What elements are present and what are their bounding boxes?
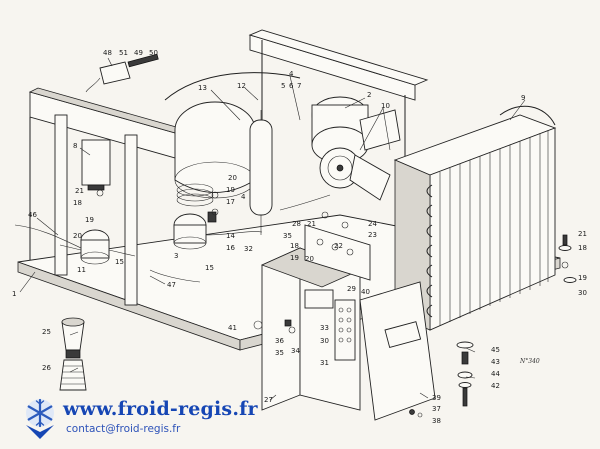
callout-42: 42 xyxy=(491,382,500,390)
callout-30a: 30 xyxy=(320,337,329,345)
snowflake-logo xyxy=(26,398,54,439)
callout-39: 39 xyxy=(432,394,441,402)
service-knob xyxy=(61,317,85,359)
piping xyxy=(14,194,331,283)
callout-18b: 18 xyxy=(290,242,299,250)
callout-32: 32 xyxy=(244,245,253,253)
figure-number: N°340 xyxy=(520,358,540,365)
callout-6: 6 xyxy=(289,82,294,90)
callout-16: 16 xyxy=(226,244,235,252)
callout-34: 34 xyxy=(291,347,300,355)
condenser-fins xyxy=(439,130,549,326)
callout-40: 40 xyxy=(361,288,370,296)
leader-lines xyxy=(19,57,526,401)
terminal-block xyxy=(304,224,371,281)
cover-panel xyxy=(359,281,436,421)
condenser-return-bends xyxy=(426,184,433,318)
callout-29: 29 xyxy=(347,285,356,293)
callout-20c: 20 xyxy=(305,255,314,263)
callout-26: 26 xyxy=(42,364,51,372)
callout-7: 7 xyxy=(297,82,301,90)
callout-33: 33 xyxy=(320,324,329,332)
callout-47: 47 xyxy=(167,281,176,289)
fan-motor-assembly xyxy=(311,96,401,201)
thermostat-bulb xyxy=(85,53,159,93)
expansion-valve xyxy=(173,211,217,250)
website-link[interactable]: www.froid-regis.fr xyxy=(63,398,258,420)
coil-spiral xyxy=(176,183,214,207)
callout-17: 17 xyxy=(226,198,235,206)
callout-4a: 4 xyxy=(289,70,294,78)
callout-18a: 18 xyxy=(73,199,82,207)
callout-11: 11 xyxy=(77,266,86,274)
callout-8: 8 xyxy=(73,142,77,150)
condenser-coil xyxy=(393,105,557,331)
callout-24: 24 xyxy=(368,220,377,228)
callout-19b: 19 xyxy=(226,186,235,194)
callout-13: 13 xyxy=(198,84,207,92)
callout-19a: 19 xyxy=(85,216,94,224)
callout-30b: 30 xyxy=(578,289,587,297)
solenoid-valve xyxy=(59,229,136,265)
callout-21b: 21 xyxy=(307,220,316,228)
callout-37: 37 xyxy=(432,405,441,413)
callout-36: 36 xyxy=(275,337,284,345)
vibration-mounts xyxy=(456,234,577,407)
callout-20a: 20 xyxy=(73,232,82,240)
compressor xyxy=(164,72,301,199)
callout-1: 1 xyxy=(12,290,16,298)
callout-20b: 20 xyxy=(228,174,237,182)
callout-5: 5 xyxy=(281,82,285,90)
callout-12: 12 xyxy=(237,82,246,90)
callout-43: 43 xyxy=(491,358,500,366)
callout-46: 46 xyxy=(28,211,37,219)
fasteners xyxy=(96,189,569,418)
callout-19d: 19 xyxy=(578,274,587,282)
service-hose xyxy=(59,359,87,391)
callout-35b: 35 xyxy=(275,349,284,357)
receiver-drier xyxy=(249,110,273,235)
callout-21c: 21 xyxy=(578,230,587,238)
callout-2: 2 xyxy=(367,91,371,99)
callout-10: 10 xyxy=(381,102,390,110)
callout-3: 3 xyxy=(174,252,178,260)
callout-15a: 15 xyxy=(115,258,124,266)
callout-25: 25 xyxy=(42,328,51,336)
callout-labels: 48 51 49 50 13 12 4 5 6 7 2 9 10 8 21 18… xyxy=(12,49,587,425)
callout-19c: 19 xyxy=(290,254,299,262)
callout-14: 14 xyxy=(226,232,235,240)
callout-48: 48 xyxy=(103,49,112,57)
callout-15b: 15 xyxy=(205,264,214,272)
snowflake-icon xyxy=(26,398,54,439)
callout-51: 51 xyxy=(119,49,128,57)
contact-email-link[interactable]: contact@froid-regis.fr xyxy=(66,423,181,435)
callout-21a: 21 xyxy=(75,187,84,195)
callout-41: 41 xyxy=(228,324,237,332)
callout-31: 31 xyxy=(320,359,329,367)
callout-49: 49 xyxy=(134,49,143,57)
pressure-switch-left xyxy=(81,139,111,191)
callout-50: 50 xyxy=(149,49,158,57)
callout-27: 27 xyxy=(264,396,273,404)
callout-23: 23 xyxy=(368,231,377,239)
callout-18c: 18 xyxy=(578,244,587,252)
callout-28: 28 xyxy=(292,220,301,228)
callout-4b: 4 xyxy=(241,193,246,201)
callout-44: 44 xyxy=(491,370,500,378)
callout-35a: 35 xyxy=(283,232,292,240)
electrical-box xyxy=(260,247,362,411)
callout-38: 38 xyxy=(432,417,441,425)
callout-22: 22 xyxy=(334,242,343,250)
callout-9: 9 xyxy=(521,94,525,102)
callout-45: 45 xyxy=(491,346,500,354)
